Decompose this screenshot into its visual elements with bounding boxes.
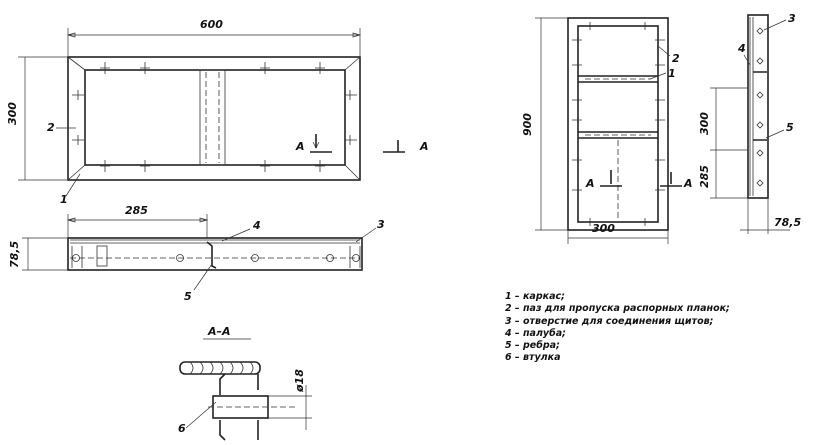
dim-offset-285: 285 [125, 204, 148, 217]
legend: 1 – каркас; 2 – паз для пропуска распорн… [505, 291, 730, 365]
section-mark-a-right: A [683, 177, 693, 190]
section-mark-a-left: A [585, 177, 595, 190]
section-mark-a-left: A [295, 140, 305, 153]
dim-height-300: 300 [6, 102, 19, 125]
tall-panel-view: 900 300 2 1 A A [521, 17, 693, 244]
section-mark-a-right: A [419, 140, 429, 153]
dim-thickness-78-5: 78,5 [8, 241, 21, 268]
section-aa: А–А ø18 6 [178, 325, 312, 441]
callout-1: 1 [668, 67, 676, 80]
legend-item-1: 1 – каркас; [505, 291, 565, 302]
dim-lower-285: 285 [698, 165, 711, 188]
legend-item-4: 4 – палуба; [505, 327, 566, 339]
side-view: 285 78,5 4 3 5 [8, 204, 385, 303]
legend-item-3: 3 – отверстие для соединения щитов; [505, 315, 714, 327]
dim-upper-300: 300 [698, 112, 711, 135]
dim-diameter-18: ø18 [293, 369, 306, 393]
dim-length-600: 600 [200, 18, 223, 31]
legend-item-5: 5 – ребра; [505, 340, 560, 352]
callout-2: 2 [47, 121, 55, 134]
callout-5: 5 [786, 121, 794, 134]
legend-item-6: 6 – втулка [505, 352, 561, 364]
callout-1: 1 [60, 193, 68, 206]
callout-2: 2 [672, 52, 680, 65]
dim-width-300: 300 [592, 222, 615, 235]
dim-thickness-78-5: 78,5 [774, 216, 801, 229]
plan-view: 600 300 2 1 A A [6, 18, 429, 206]
legend-item-2: 2 – паз для пропуска распорных планок; [505, 303, 730, 315]
callout-4: 4 [737, 42, 746, 55]
dim-height-900: 900 [521, 113, 534, 136]
callout-4: 4 [252, 219, 261, 232]
edge-view: 300 285 78,5 3 4 5 [698, 12, 801, 234]
callout-6: 6 [178, 422, 186, 435]
callout-5: 5 [184, 290, 192, 303]
callout-3: 3 [377, 218, 385, 231]
callout-3: 3 [788, 12, 796, 25]
section-title: А–А [207, 325, 231, 338]
